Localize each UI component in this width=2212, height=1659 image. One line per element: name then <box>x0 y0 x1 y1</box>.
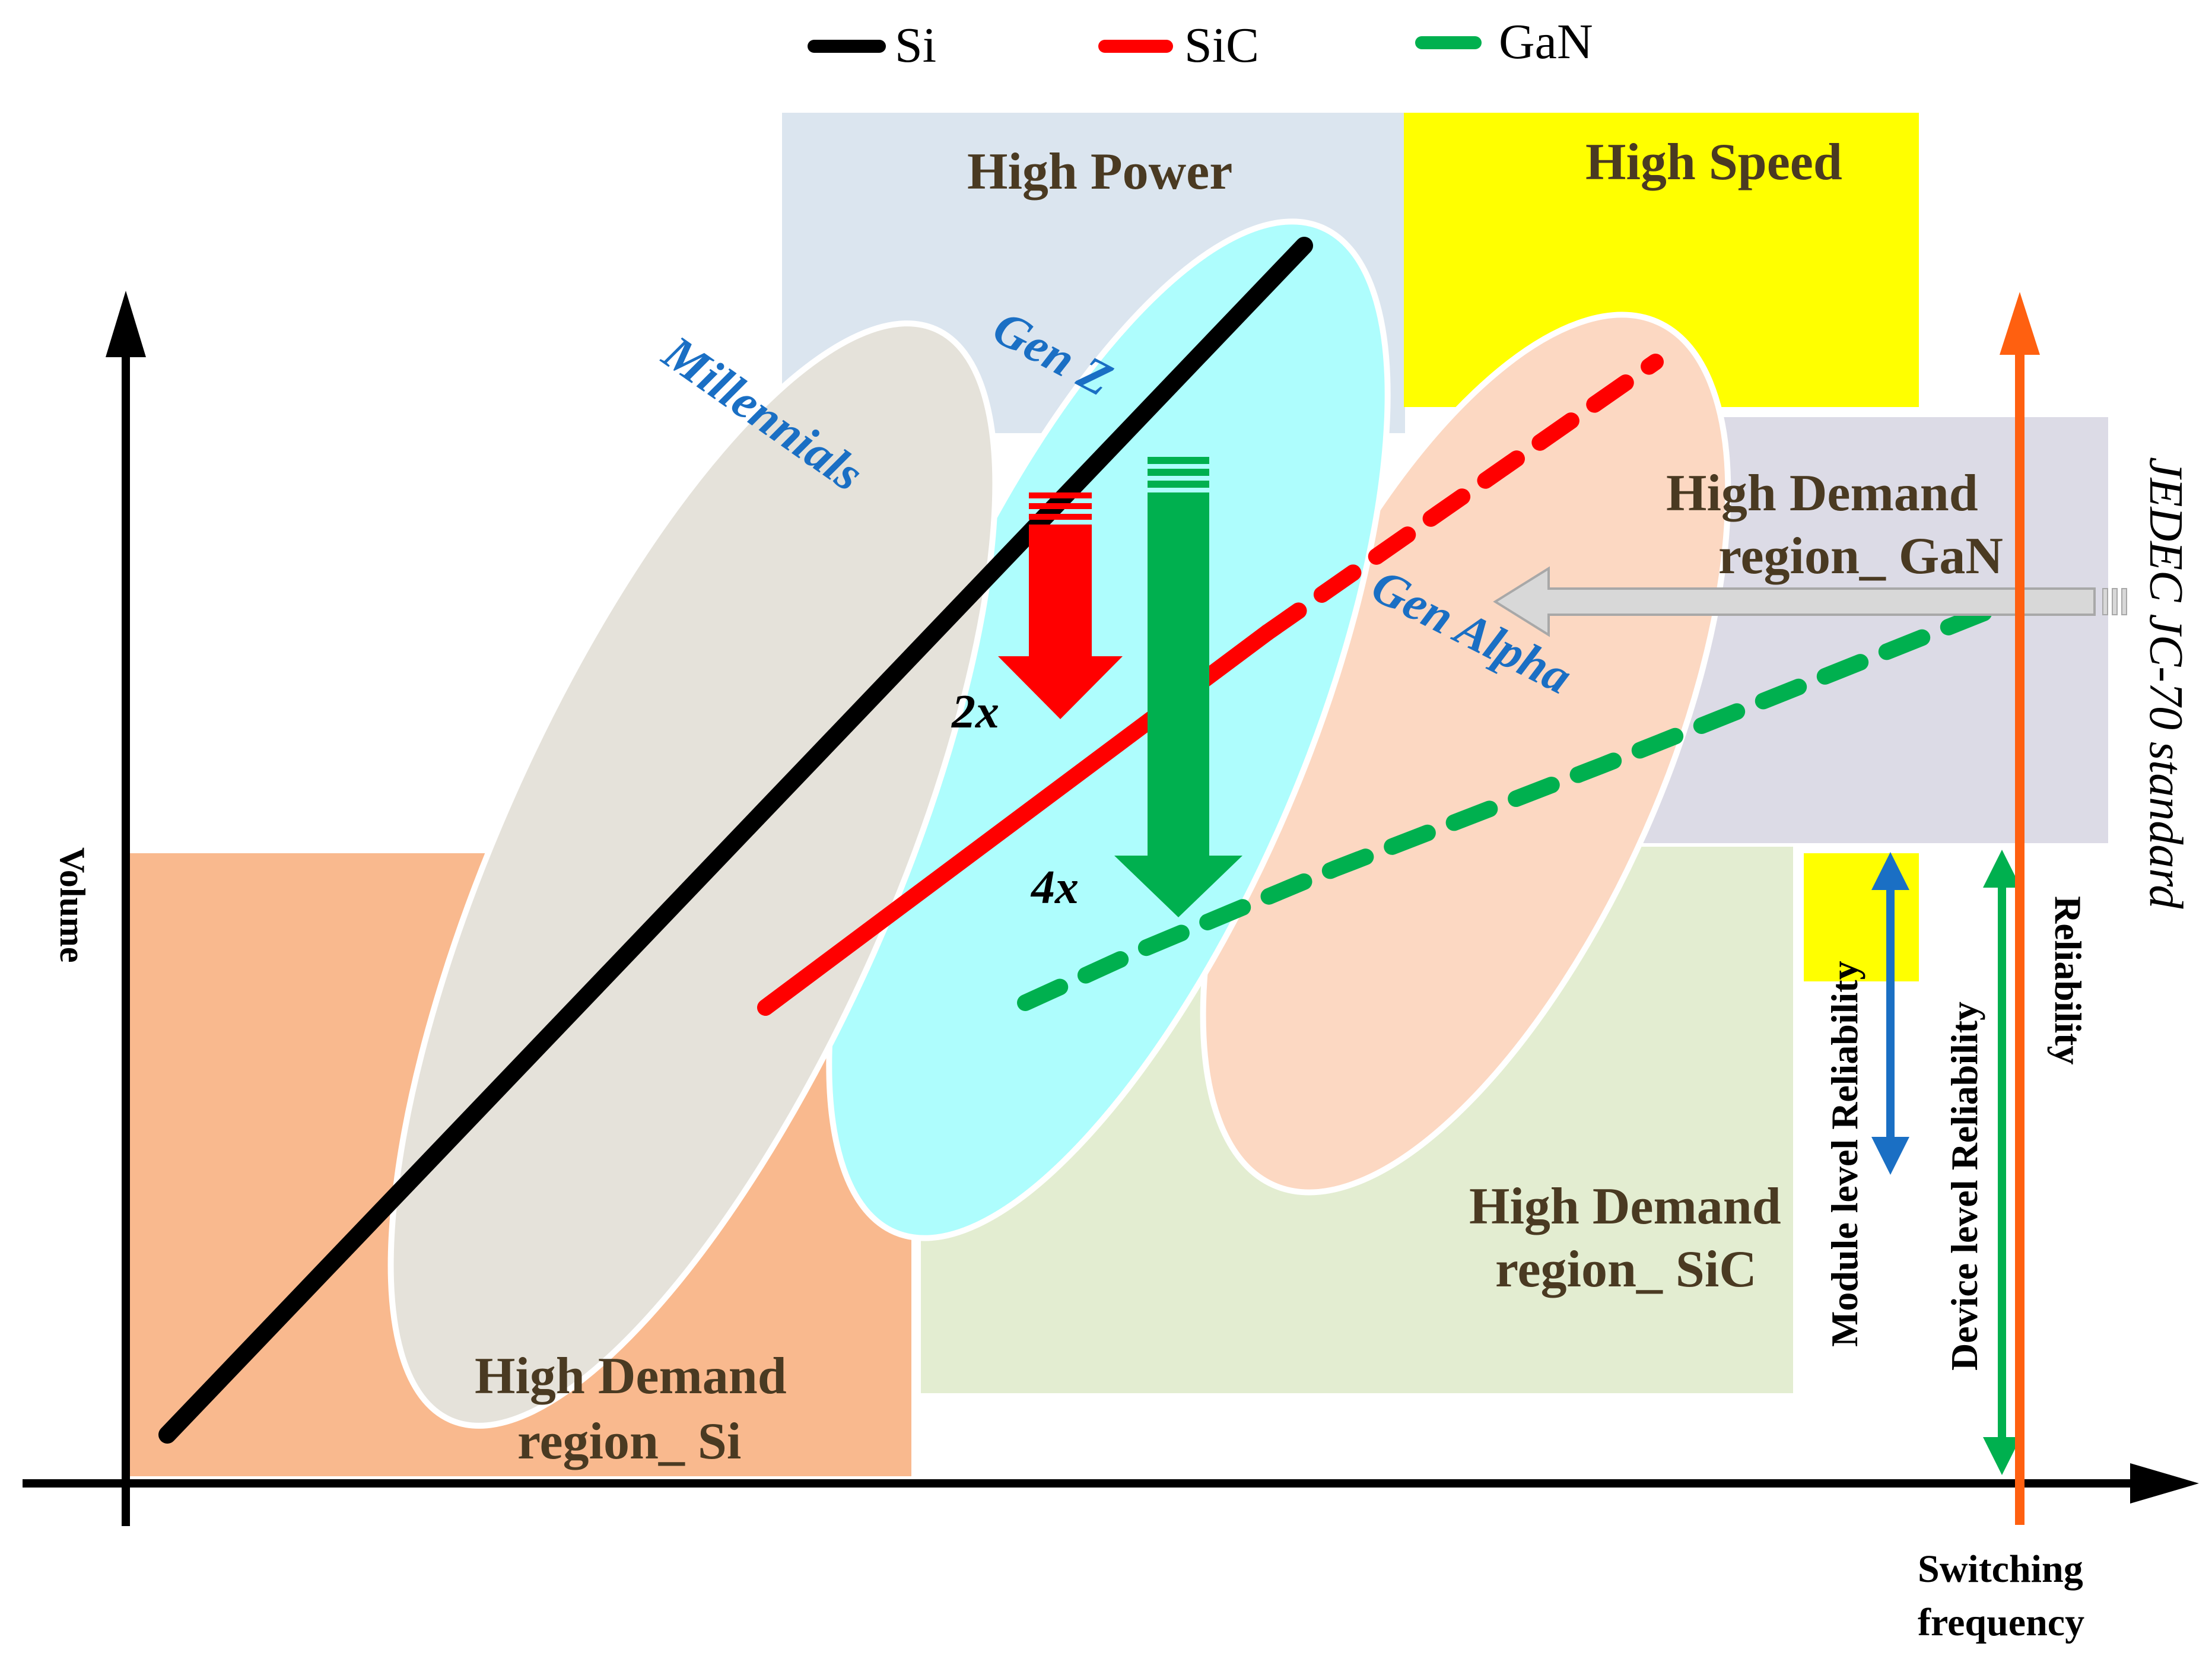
reliability-arrow <box>2000 292 2040 1525</box>
si-line <box>158 237 1313 1444</box>
x-axis-label-2: frequency <box>1918 1601 2084 1644</box>
label-jedec-standard: JEDEC JC-70 standard <box>2140 457 2192 909</box>
legend-label-sic: SiC <box>1184 18 1259 73</box>
gan-improvement-arrow <box>1114 457 1242 917</box>
y-axis-label: Volume <box>53 847 92 962</box>
sic-line-dashed <box>1259 354 1664 641</box>
legend: Si SiC GaN <box>808 14 1593 73</box>
label-high-demand-sic-2: region_ SiC <box>1495 1241 1757 1298</box>
device-reliability-arrow <box>1983 850 2021 1475</box>
label-high-speed: High Speed <box>1585 134 1842 191</box>
x-axis-label-1: Switching <box>1918 1547 2083 1591</box>
label-reliability: Reliability <box>2047 896 2089 1064</box>
label-4x: 4x <box>1030 862 1079 914</box>
legend-label-si: Si <box>895 18 936 73</box>
module-reliability-arrow <box>1871 852 1909 1175</box>
label-high-demand-sic-1: High Demand <box>1469 1178 1781 1235</box>
x-axis-arrowhead <box>2130 1463 2199 1504</box>
sic-improvement-arrow <box>998 492 1123 719</box>
label-device-reliability: Device level Reliability <box>1943 1002 1985 1371</box>
gan-line-dashed <box>1017 595 2017 1011</box>
label-high-demand-si-1: High Demand <box>475 1347 787 1405</box>
label-high-demand-si-2: region_ Si <box>517 1413 741 1470</box>
label-high-demand-gan-2: region_ GaN <box>1718 527 2003 585</box>
label-high-demand-gan-1: High Demand <box>1666 465 1978 522</box>
y-axis-arrowhead <box>106 291 146 357</box>
label-module-reliability: Module level Reliability <box>1823 961 1865 1347</box>
legend-label-gan: GaN <box>1499 14 1593 69</box>
label-high-power: High Power <box>967 143 1232 201</box>
jedec-arrow <box>1493 566 2127 637</box>
label-2x: 2x <box>951 686 999 738</box>
